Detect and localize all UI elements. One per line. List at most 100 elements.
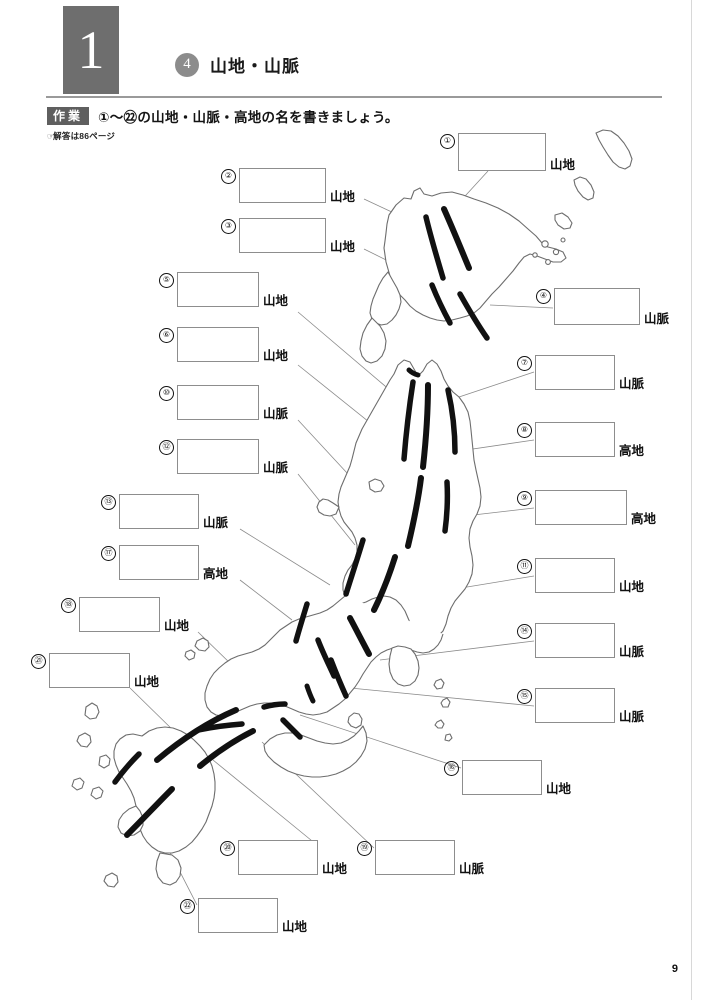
answer-input-box[interactable] [79,597,160,632]
answer-input-box[interactable] [119,545,199,580]
item-number-badge: ⑤ [159,273,174,288]
answer-group-12: ⑦ 山脈 [517,355,645,391]
answer-group-19: ⑳ 山地 [220,840,348,876]
landform-suffix-label: 山地 [550,158,576,172]
item-number-badge: ⑮ [517,689,532,704]
item-number-badge: ⑳ [220,841,235,856]
item-number-badge: ⑥ [159,328,174,343]
item-number-badge: ⑰ [101,546,116,561]
answer-group-6: ⑫ 山脈 [159,439,289,475]
landform-suffix-label: 山地 [330,240,356,254]
item-number-badge: ⑬ [101,495,116,510]
answer-group-8: ⑰ 高地 [101,545,229,581]
item-number-badge: ⑨ [517,491,532,506]
answer-input-box[interactable] [535,558,615,593]
answer-group-0: ① 山地 [440,133,576,172]
answer-input-box[interactable] [177,327,259,362]
answer-input-box[interactable] [239,218,326,253]
landform-suffix-label: 山地 [322,862,348,876]
answer-group-5: ⑩ 山脈 [159,385,289,421]
landform-suffix-label: 山脈 [619,377,645,391]
landform-suffix-label: 山脈 [263,407,289,421]
landform-suffix-label: 山脈 [263,461,289,475]
instruction-row: 作業 ①〜㉒の山地・山脈・高地の名を書きましょう。 [47,106,399,126]
item-number-badge: ⑭ [517,624,532,639]
item-number-badge: ⑫ [159,440,174,455]
pointing-hand-icon: ☞ [47,132,54,141]
answer-input-box[interactable] [119,494,199,529]
task-badge: 作業 [47,107,90,125]
instruction-text: ①〜㉒の山地・山脈・高地の名を書きましょう。 [98,110,399,125]
leader-line-9 [239,579,293,621]
landform-suffix-label: 高地 [619,444,645,458]
answer-group-17: ⑮ 山脈 [517,688,645,724]
answer-input-box[interactable] [239,168,326,203]
answer-group-4: ⑥ 山地 [159,327,289,363]
mountain-range-strokes [112,206,490,838]
section-heading: 4 山地・山脈 [175,52,300,77]
landform-suffix-label: 山地 [546,782,572,796]
answer-input-box[interactable] [535,490,627,525]
answer-group-3: ⑤ 山地 [159,272,289,308]
answer-input-box[interactable] [535,355,615,390]
landform-suffix-label: 山地 [263,349,289,363]
landform-suffix-label: 山脈 [459,862,485,876]
item-number-badge: ④ [536,289,551,304]
answer-input-box[interactable] [375,840,455,875]
leader-line-19 [212,759,318,846]
answer-group-14: ⑨ 高地 [517,490,657,526]
landform-suffix-label: 高地 [203,567,229,581]
answer-group-16: ⑭ 山脈 [517,623,645,659]
item-number-badge: ⑱ [61,598,76,613]
page-edge-rule [691,0,692,1000]
header-divider [46,96,662,98]
answer-input-box[interactable] [535,688,615,723]
item-number-badge: ① [440,134,455,149]
answer-input-box[interactable] [554,288,640,325]
item-number-badge: ⑪ [517,559,532,574]
item-number-badge: ⑲ [357,841,372,856]
answer-input-box[interactable] [177,272,259,307]
chapter-number: 1 [77,20,105,80]
answer-input-box[interactable] [462,760,542,795]
answer-group-1: ② 山地 [221,168,356,204]
landform-suffix-label: 山地 [619,580,645,594]
item-number-badge: ⑯ [444,761,459,776]
chapter-number-block: 1 [63,6,119,94]
answer-input-box[interactable] [535,422,615,457]
landform-suffix-label: 山地 [330,190,356,204]
item-number-badge: ㉒ [180,899,195,914]
leader-line-3 [489,304,554,309]
leader-line-18 [299,714,462,769]
landform-suffix-label: 高地 [631,512,657,526]
answer-reference: ☞解答は86ページ [47,130,115,142]
landform-suffix-label: 山地 [134,675,160,689]
answer-input-box[interactable] [177,439,259,474]
answer-input-box[interactable] [458,133,546,171]
landform-suffix-label: 山地 [263,294,289,308]
answer-input-box[interactable] [177,385,259,420]
landform-suffix-label: 山脈 [619,645,645,659]
answer-input-box[interactable] [535,623,615,658]
leader-line-17 [329,685,535,707]
answer-input-box[interactable] [238,840,318,875]
answer-input-box[interactable] [49,653,130,688]
section-number-badge: 4 [175,52,199,77]
item-number-badge: ⑩ [159,386,174,401]
answer-group-2: ③ 山地 [221,218,356,254]
landform-suffix-label: 山地 [282,920,308,934]
item-number-badge: ⑧ [517,423,532,438]
page-number: 9 [671,963,678,975]
landform-suffix-label: 山脈 [619,710,645,724]
item-number-badge: ② [221,169,236,184]
answer-input-box[interactable] [198,898,278,933]
item-number-badge: ③ [221,219,236,234]
leader-line-8 [239,528,331,586]
item-number-badge: ⑦ [517,356,532,371]
answer-group-15: ⑪ 山地 [517,558,645,594]
